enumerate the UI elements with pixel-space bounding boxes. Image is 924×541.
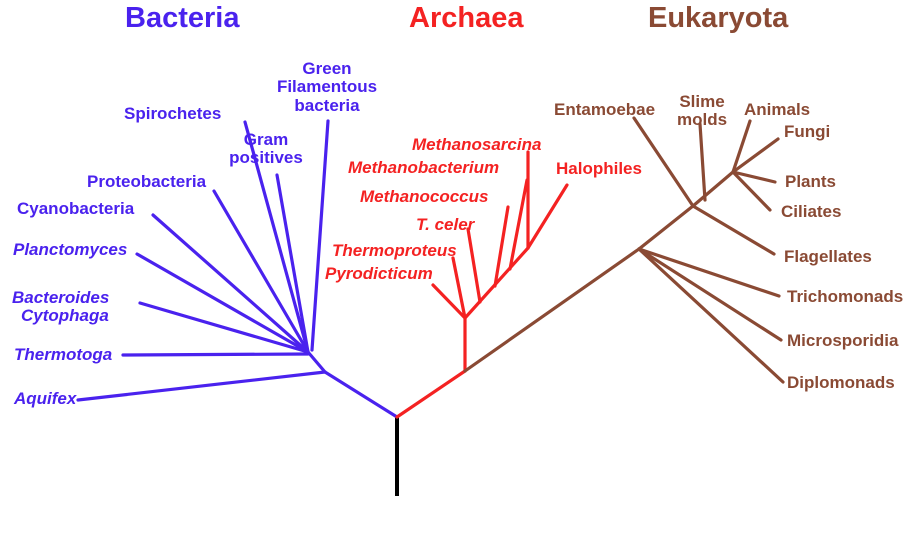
taxon-label-slime-molds-line2: molds	[676, 110, 728, 130]
branch-entamoebae	[632, 116, 695, 208]
taxon-label-trichomonads: Trichomonads	[787, 287, 904, 306]
bacteria-branch-group	[76, 119, 399, 419]
taxon-label-gram-positives: Gram positives	[216, 130, 316, 168]
domain-title-archaea: Archaea	[409, 2, 524, 34]
branch-spirochetes	[243, 120, 310, 354]
branch-pyrodicticum	[431, 283, 467, 320]
taxon-label-ciliates: Ciliates	[781, 202, 842, 221]
branch-slime-molds	[698, 122, 707, 202]
taxon-label-thermoproteus: Thermoproteus	[332, 241, 457, 260]
branch-ciliates	[731, 170, 772, 212]
taxon-label-animals: Animals	[744, 100, 811, 119]
taxon-label-cytophaga: Cytophaga	[21, 306, 109, 326]
taxon-label-fungi: Fungi	[784, 122, 831, 141]
branch-bacteroides-cytophaga	[138, 301, 310, 354]
branch-methanobacterium	[508, 178, 529, 271]
taxon-label-methanococcus: Methanococcus	[360, 187, 489, 206]
taxon-label-halophiles: Halophiles	[556, 159, 642, 178]
taxon-label-plants: Plants	[785, 172, 837, 191]
branch-thermotoga	[121, 352, 310, 357]
taxon-label-entamoebae: Entamoebae	[554, 100, 656, 119]
eukaryota-internal-branch-2	[691, 170, 735, 208]
eukaryota-branch-group	[463, 116, 785, 384]
taxon-label-diplomonads: Diplomonads	[787, 373, 895, 392]
taxon-label-green-filamentous-line3: bacteria	[294, 95, 360, 115]
archaea-eukaryota-root-branch	[395, 369, 467, 419]
taxon-label-slime-molds-line1: Slime	[679, 92, 725, 111]
domain-title-bacteria: Bacteria	[125, 2, 240, 34]
taxon-label-methanosarcina: Methanosarcina	[412, 135, 542, 154]
branch-microsporidia	[637, 247, 783, 342]
taxon-label-pyrodicticum: Pyrodicticum	[325, 264, 433, 283]
taxon-label-gram-positives-line1: Gram	[243, 130, 289, 149]
taxon-label-thermotoga: Thermotoga	[14, 345, 113, 364]
branch-cyanobacteria	[151, 213, 310, 354]
branch-gram-positives	[275, 173, 310, 354]
branch-animals	[731, 119, 752, 174]
taxon-label-methanobacterium: Methanobacterium	[348, 158, 500, 177]
branch-aquifex	[76, 370, 327, 402]
branch-plants	[731, 170, 777, 184]
taxon-label-green-filamentous-bacteria: Green Filamentous bacteria	[257, 59, 397, 115]
taxon-label-spirochetes: Spirochetes	[124, 104, 222, 123]
taxon-label-gram-positives-line2: positives	[229, 148, 303, 168]
eukaryota-stem-branch	[463, 247, 641, 373]
branch-proteobacteria	[212, 189, 310, 354]
branch-diplomonads	[637, 247, 785, 384]
taxon-label-microsporidia: Microsporidia	[787, 331, 899, 350]
branch-fungi	[731, 137, 780, 174]
taxon-label-planctomyces: Planctomyces	[13, 240, 128, 259]
branch-green-filamentous-bacteria	[310, 119, 330, 352]
taxon-label-aquifex: Aquifex	[14, 389, 77, 408]
bacteria-root-branch	[323, 370, 399, 419]
branch-flagellates	[691, 204, 776, 256]
taxon-label-cyanobacteria: Cyanobacteria	[17, 199, 135, 218]
taxon-label-flagellates: Flagellates	[784, 247, 872, 266]
taxon-label-proteobacteria: Proteobacteria	[87, 172, 207, 191]
bacteria-internal-branch	[306, 350, 327, 374]
branch-trichomonads	[637, 247, 781, 298]
taxon-label-t-celer: T. celer	[416, 215, 475, 234]
taxon-label-green-filamentous-line1: Green	[302, 59, 352, 78]
eukaryota-internal-branch-1	[637, 204, 695, 251]
branch-thermoproteus	[451, 256, 467, 320]
branch-planctomyces	[135, 252, 310, 354]
taxon-label-slime-molds: Slime molds	[668, 92, 736, 130]
branch-methanococcus	[493, 205, 510, 288]
branch-halophiles	[526, 183, 569, 250]
taxon-label-green-filamentous-line2: Filamentous	[276, 77, 378, 97]
domain-title-eukaryota: Eukaryota	[648, 2, 789, 34]
taxon-label-bacteroides-cytophaga: Bacteroides Cytophaga	[12, 288, 142, 326]
taxon-label-bacteroides: Bacteroides	[12, 288, 110, 307]
archaea-branch-group	[395, 150, 569, 419]
branch-t-celer	[466, 227, 482, 304]
